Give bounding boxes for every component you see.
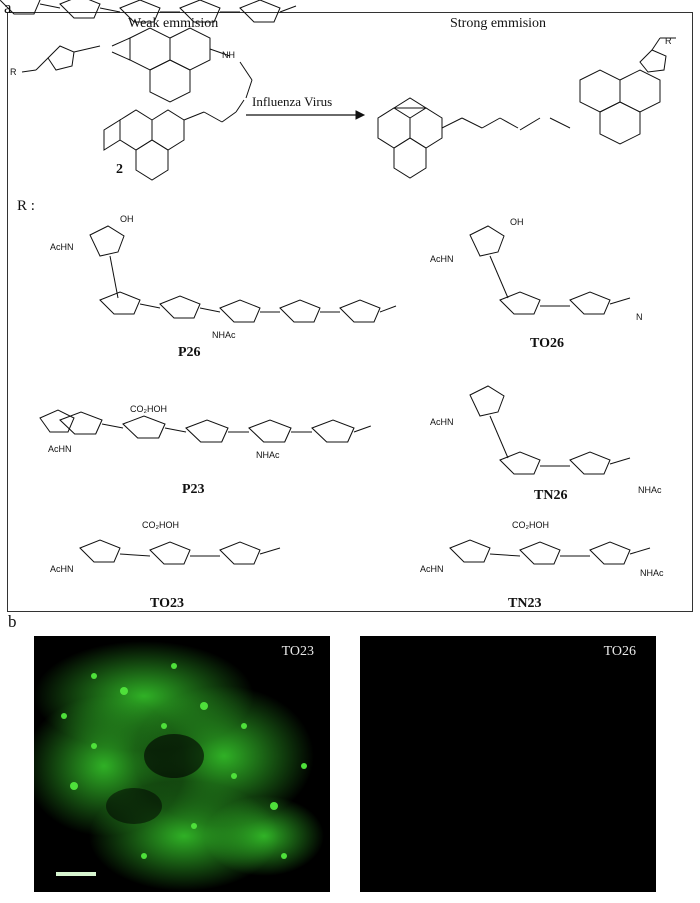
panel-b-label: b bbox=[8, 612, 17, 631]
image-caption-to26: TO26 bbox=[603, 644, 636, 659]
caption-to23: TO23 bbox=[150, 596, 184, 611]
caption-tn26: TN26 bbox=[534, 488, 568, 503]
r-label: R : bbox=[17, 198, 35, 214]
co2h-tn23: CO₂HOH bbox=[512, 520, 549, 530]
nhac-p26: NHAc bbox=[212, 330, 236, 340]
chemical-structures: R R NH AcHN OH NHAc AcHN OH N AcHN CO₂HO… bbox=[0, 0, 676, 578]
panel-a-frame bbox=[7, 12, 693, 612]
scale-bar bbox=[56, 872, 96, 876]
nh-text: NH bbox=[222, 50, 235, 60]
caption-p26: P26 bbox=[178, 345, 201, 360]
co2h-p23: CO₂HOH bbox=[130, 404, 167, 414]
caption-tn23: TN23 bbox=[508, 596, 542, 611]
fluorescence-signal bbox=[34, 641, 324, 891]
caption-to26: TO26 bbox=[530, 336, 564, 351]
achn-tn23: AcHN bbox=[420, 564, 444, 574]
strong-emission-label: Strong emmision bbox=[450, 16, 547, 31]
fluorescence-image-to26: TO26 bbox=[360, 636, 656, 892]
co2h-to23: CO₂HOH bbox=[142, 520, 179, 530]
fluorescence-image-to23: TO23 bbox=[34, 636, 330, 892]
arrow-label: Influenza Virus bbox=[252, 94, 333, 109]
achn-p26: AcHN bbox=[50, 242, 74, 252]
r-group-text-product: R bbox=[665, 36, 672, 46]
achn-p23: AcHN bbox=[48, 444, 72, 454]
oh-to26: OH bbox=[510, 217, 524, 227]
weak-emission-label: Weak emmision bbox=[128, 16, 219, 31]
nhac-tn26: NHAc bbox=[638, 485, 662, 495]
caption-p23: P23 bbox=[182, 482, 205, 497]
nhac-p23: NHAc bbox=[256, 450, 280, 460]
oh-p26: OH bbox=[120, 214, 134, 224]
compound-number: 2 bbox=[116, 162, 123, 177]
achn-to23: AcHN bbox=[50, 564, 74, 574]
n-to26: N bbox=[636, 312, 643, 322]
achn-to26: AcHN bbox=[430, 254, 454, 264]
image-caption-to23: TO23 bbox=[281, 644, 314, 659]
achn-tn26: AcHN bbox=[430, 417, 454, 427]
nhac-tn23: NHAc bbox=[640, 568, 664, 578]
panel-a-label: a bbox=[4, 0, 12, 17]
r-group-text: R bbox=[10, 67, 17, 77]
